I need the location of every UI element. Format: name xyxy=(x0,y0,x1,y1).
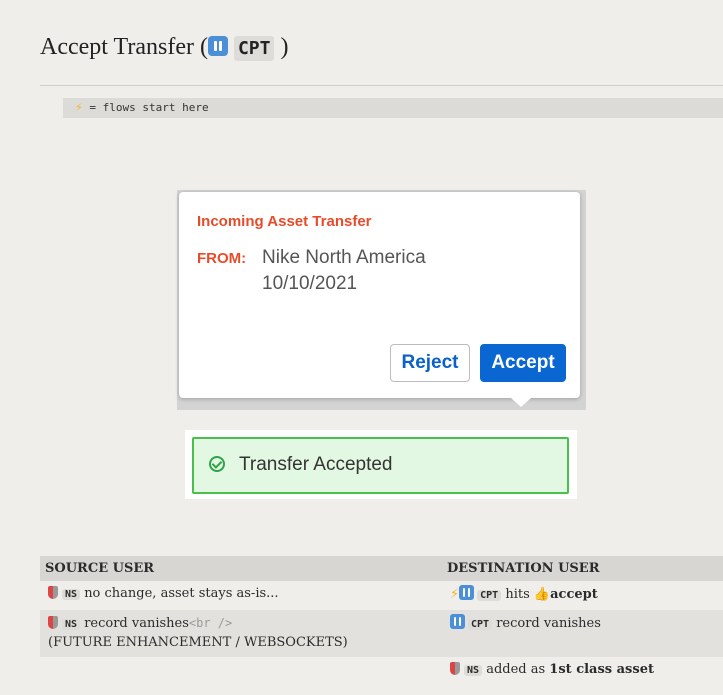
transfer-modal: Incoming Asset Transfer FROM: Nike North… xyxy=(179,192,580,407)
cell-text: added as xyxy=(486,662,546,677)
destination-cell: ⚡ CPT hits 👍accept xyxy=(442,581,723,610)
cell-text: hits xyxy=(505,587,530,602)
header-destination-user: DESTINATION USER xyxy=(442,556,723,581)
title-prefix: Accept Transfer ( xyxy=(40,34,208,60)
table-header-row: SOURCE USER DESTINATION USER xyxy=(40,556,723,581)
divider xyxy=(40,85,723,86)
toast-screenshot: Transfer Accepted xyxy=(185,430,577,499)
shield-icon xyxy=(450,662,460,675)
table-row: NS added as 1st class asset xyxy=(40,657,723,685)
from-label: FROM: xyxy=(197,250,247,267)
table-row: NS no change, asset stays as-is... ⚡ CPT … xyxy=(40,581,723,610)
cpt-code: CPT xyxy=(468,619,493,630)
page-title: Accept Transfer ( CPT ) xyxy=(40,31,288,65)
flows-table: SOURCE USER DESTINATION USER NS no chang… xyxy=(40,556,723,685)
accept-bold-text: accept xyxy=(550,587,598,602)
from-name: Nike North America xyxy=(262,247,426,268)
destination-cell: NS added as 1st class asset xyxy=(442,657,723,685)
reject-button[interactable]: Reject xyxy=(390,344,470,382)
header-source-user: SOURCE USER xyxy=(40,556,442,581)
toast-text: Transfer Accepted xyxy=(239,454,393,475)
title-code: CPT xyxy=(233,36,275,61)
thumbs-up-icon: 👍 xyxy=(533,587,551,602)
table-row: NS record vanishes<br />(FUTURE ENHANCEM… xyxy=(40,610,723,657)
source-cell: NS record vanishes<br /> (FUTURE ENHANCEM… xyxy=(40,610,442,657)
cpt-code: CPT xyxy=(477,590,502,601)
accept-button[interactable]: Accept xyxy=(480,344,566,382)
lightning-icon: ⚡ xyxy=(450,587,460,602)
from-date: 10/10/2021 xyxy=(262,273,358,294)
ns-code: NS xyxy=(62,589,81,600)
pause-button-icon xyxy=(207,36,228,56)
modal-screenshot: Incoming Asset Transfer FROM: Nike North… xyxy=(177,190,586,410)
cell-text-line2: (FUTURE ENHANCEMENT / WEBSOCKETS) xyxy=(48,635,348,650)
ns-code: NS xyxy=(62,619,81,630)
legend: ⚡ = flows start here xyxy=(63,98,723,118)
modal-pointer xyxy=(511,398,531,407)
first-class-asset-text: 1st class asset xyxy=(549,662,654,677)
legend-text: = flows start here xyxy=(89,101,209,114)
cell-text: record vanishes xyxy=(496,616,601,631)
cell-text: no change, asset stays as-is... xyxy=(84,586,279,601)
br-tag-text: <br /> xyxy=(188,616,233,630)
pause-button-icon xyxy=(450,614,465,629)
check-circle-icon xyxy=(209,456,225,472)
source-cell xyxy=(40,657,442,685)
pause-button-icon xyxy=(459,585,475,600)
success-toast: Transfer Accepted xyxy=(192,437,569,494)
title-suffix: ) xyxy=(280,34,289,60)
shield-icon xyxy=(48,586,58,599)
cell-text: record vanishes xyxy=(84,616,189,631)
lightning-icon: ⚡ xyxy=(75,101,83,114)
shield-icon xyxy=(48,616,58,629)
modal-heading: Incoming Asset Transfer xyxy=(197,213,372,230)
source-cell: NS no change, asset stays as-is... xyxy=(40,581,442,610)
destination-cell: CPT record vanishes xyxy=(442,610,723,657)
ns-code: NS xyxy=(464,665,483,676)
